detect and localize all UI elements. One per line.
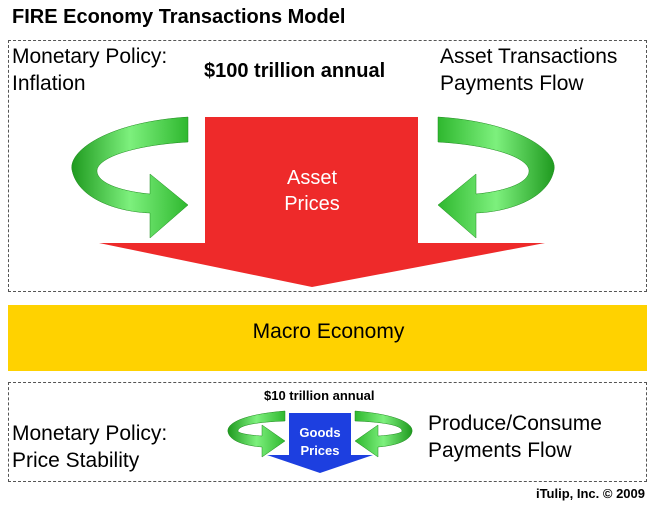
goods-prices-line-1: Goods bbox=[299, 425, 341, 440]
asset-prices-label: Asset Prices bbox=[262, 165, 362, 217]
top-left-label-line-2: Inflation bbox=[12, 72, 86, 95]
asset-prices-line-2: Prices bbox=[284, 193, 340, 215]
bottom-right-label-line-1: Produce/Consume bbox=[428, 412, 602, 435]
bottom-right-curved-arrow bbox=[354, 410, 413, 458]
diagram-title: FIRE Economy Transactions Model bbox=[12, 6, 346, 28]
top-annual-volume: $100 trillion annual bbox=[204, 60, 386, 82]
asset-prices-arrow bbox=[99, 117, 545, 287]
bottom-right-label-line-2: Payments Flow bbox=[428, 439, 572, 462]
bottom-annual-volume: $10 trillion annual bbox=[264, 388, 375, 403]
top-left-label-line-1: Monetary Policy: bbox=[12, 45, 168, 68]
bottom-left-label-line-2: Price Stability bbox=[12, 449, 140, 472]
top-right-curved-arrow bbox=[437, 116, 555, 239]
goods-prices-line-2: Prices bbox=[300, 443, 340, 458]
top-right-label-line-2: Payments Flow bbox=[440, 72, 584, 95]
top-right-label-line-1: Asset Transactions bbox=[440, 45, 618, 68]
fire-economy-box bbox=[8, 40, 647, 292]
macro-economy-bar bbox=[8, 305, 647, 371]
goods-prices-label: Goods Prices bbox=[280, 424, 360, 460]
copyright-credit: iTulip, Inc. © 2009 bbox=[535, 486, 645, 501]
bottom-left-curved-arrow bbox=[227, 410, 286, 458]
macro-economy-label: Macro Economy bbox=[252, 320, 405, 343]
goods-prices-arrow bbox=[267, 413, 373, 473]
goods-economy-box bbox=[8, 382, 647, 482]
bottom-left-label-line-1: Monetary Policy: bbox=[12, 422, 168, 445]
top-left-curved-arrow bbox=[71, 116, 189, 239]
asset-prices-line-1: Asset bbox=[286, 167, 338, 189]
